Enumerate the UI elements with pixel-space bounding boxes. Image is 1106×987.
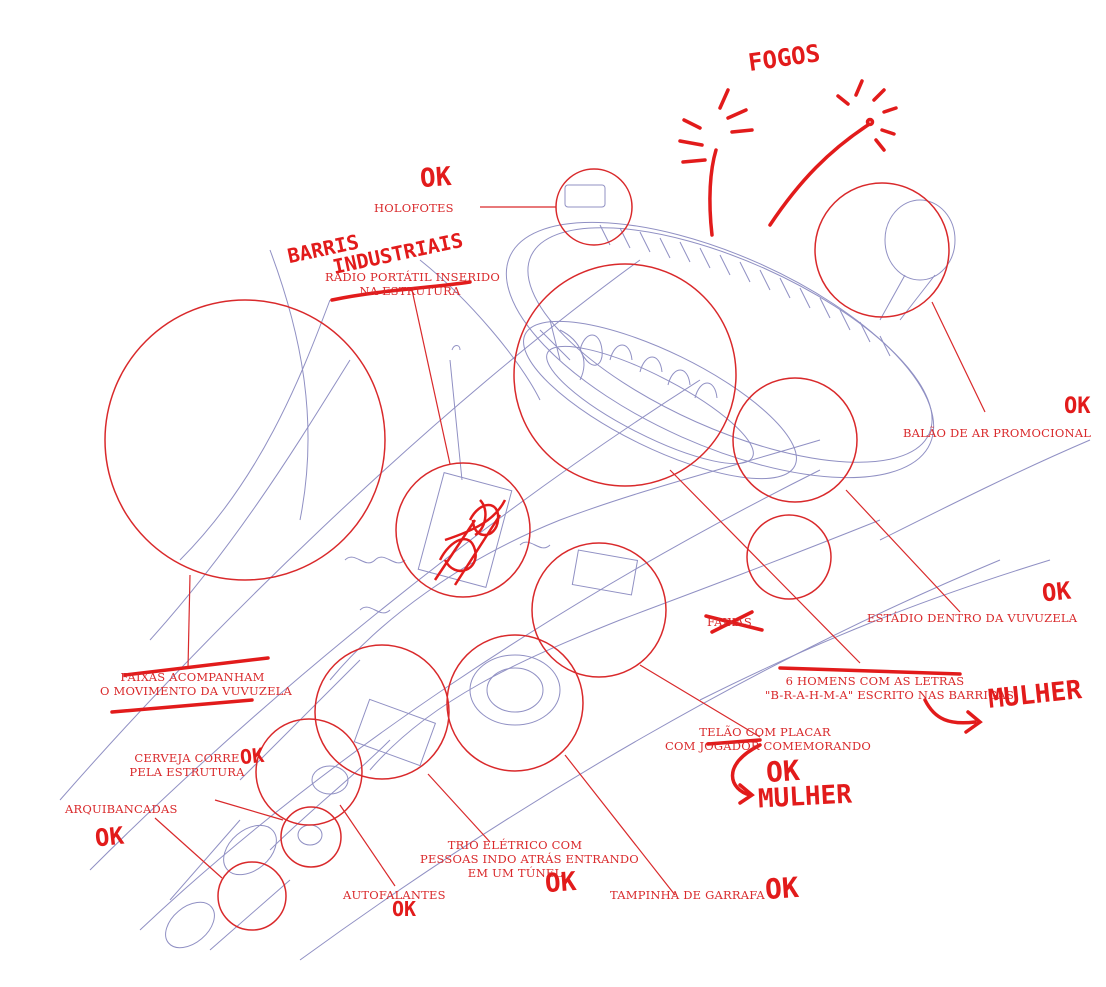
radio-scribble [433,499,507,586]
annotation-circles [104,168,950,931]
label-telao-line1: TELÃO COM PLACAR [699,725,831,739]
label-trio-line3: EM UM TÚNEL [467,866,563,880]
sketch-lines [59,184,1091,961]
note-mulher-telao: MULHER [757,779,853,815]
label-faixas-acompanham-line2: O MOVIMENTO DA VUVUZELA [100,684,293,698]
label-tampinha: TAMPINHA DE GARRAFA [610,888,765,902]
label-cerveja: CERVEJA CORRE PELA ESTRUTURA [122,751,252,779]
label-arquibancadas: ARQUIBANCADAS [65,802,178,816]
label-radio-line2: NA ESTRUTURA [359,284,461,298]
note-ok-cerveja: OK [238,742,266,770]
label-faixas-acompanham-line1: FAIXAS ACOMPANHAM [120,670,265,684]
label-cerveja-line1: CERVEJA CORRE [134,751,240,765]
label-homens-line2: "B-R-A-H-M-A" ESCRITO NAS BARRIGAS [765,688,1015,702]
label-telao-line2: COM JOGADOR COMEMORANDO [665,739,872,753]
label-faixas: FAIXAS [707,615,752,629]
marker-strokes [110,79,983,805]
note-ok-balao: OK [1064,394,1091,419]
note-ok-tampinha: OK [763,870,800,907]
note-ok-autofalantes: OK [392,897,417,921]
label-radio: RÁDIO PORTÁTIL INSERIDO NA ESTRUTURA [325,270,500,298]
note-ok-arquibancadas: OK [93,821,126,853]
label-trio-line1: TRIO ELÉTRICO COM [447,838,583,852]
label-homens: 6 HOMENS COM AS LETRAS "B-R-A-H-M-A" ESC… [765,674,1015,702]
label-estadio: ESTÁDIO DENTRO DA VUVUZELA [867,611,1078,625]
label-trio-line2: PESSOAS INDO ATRÁS ENTRANDO [420,852,639,866]
note-ok-holofotes: OK [418,161,453,195]
leader-lines [154,206,986,896]
label-cerveja-line2: PELA ESTRUTURA [129,765,245,779]
label-telao: TELÃO COM PLACAR COM JOGADOR COMEMORANDO [665,725,872,753]
note-ok-estadio: OK [1040,576,1073,608]
label-homens-line1: 6 HOMENS COM AS LETRAS [785,674,965,688]
note-ok-trio: OK [543,866,578,900]
label-holofotes: HOLOFOTES [374,201,454,215]
label-autofalantes: AUTOFALANTES [343,888,446,902]
label-balao: BALÃO DE AR PROMOCIONAL [903,426,1092,440]
label-radio-line1: RÁDIO PORTÁTIL INSERIDO [325,270,500,284]
label-trio: TRIO ELÉTRICO COM PESSOAS INDO ATRÁS ENT… [420,838,639,880]
label-faixas-acompanham: FAIXAS ACOMPANHAM O MOVIMENTO DA VUVUZEL… [100,670,293,698]
